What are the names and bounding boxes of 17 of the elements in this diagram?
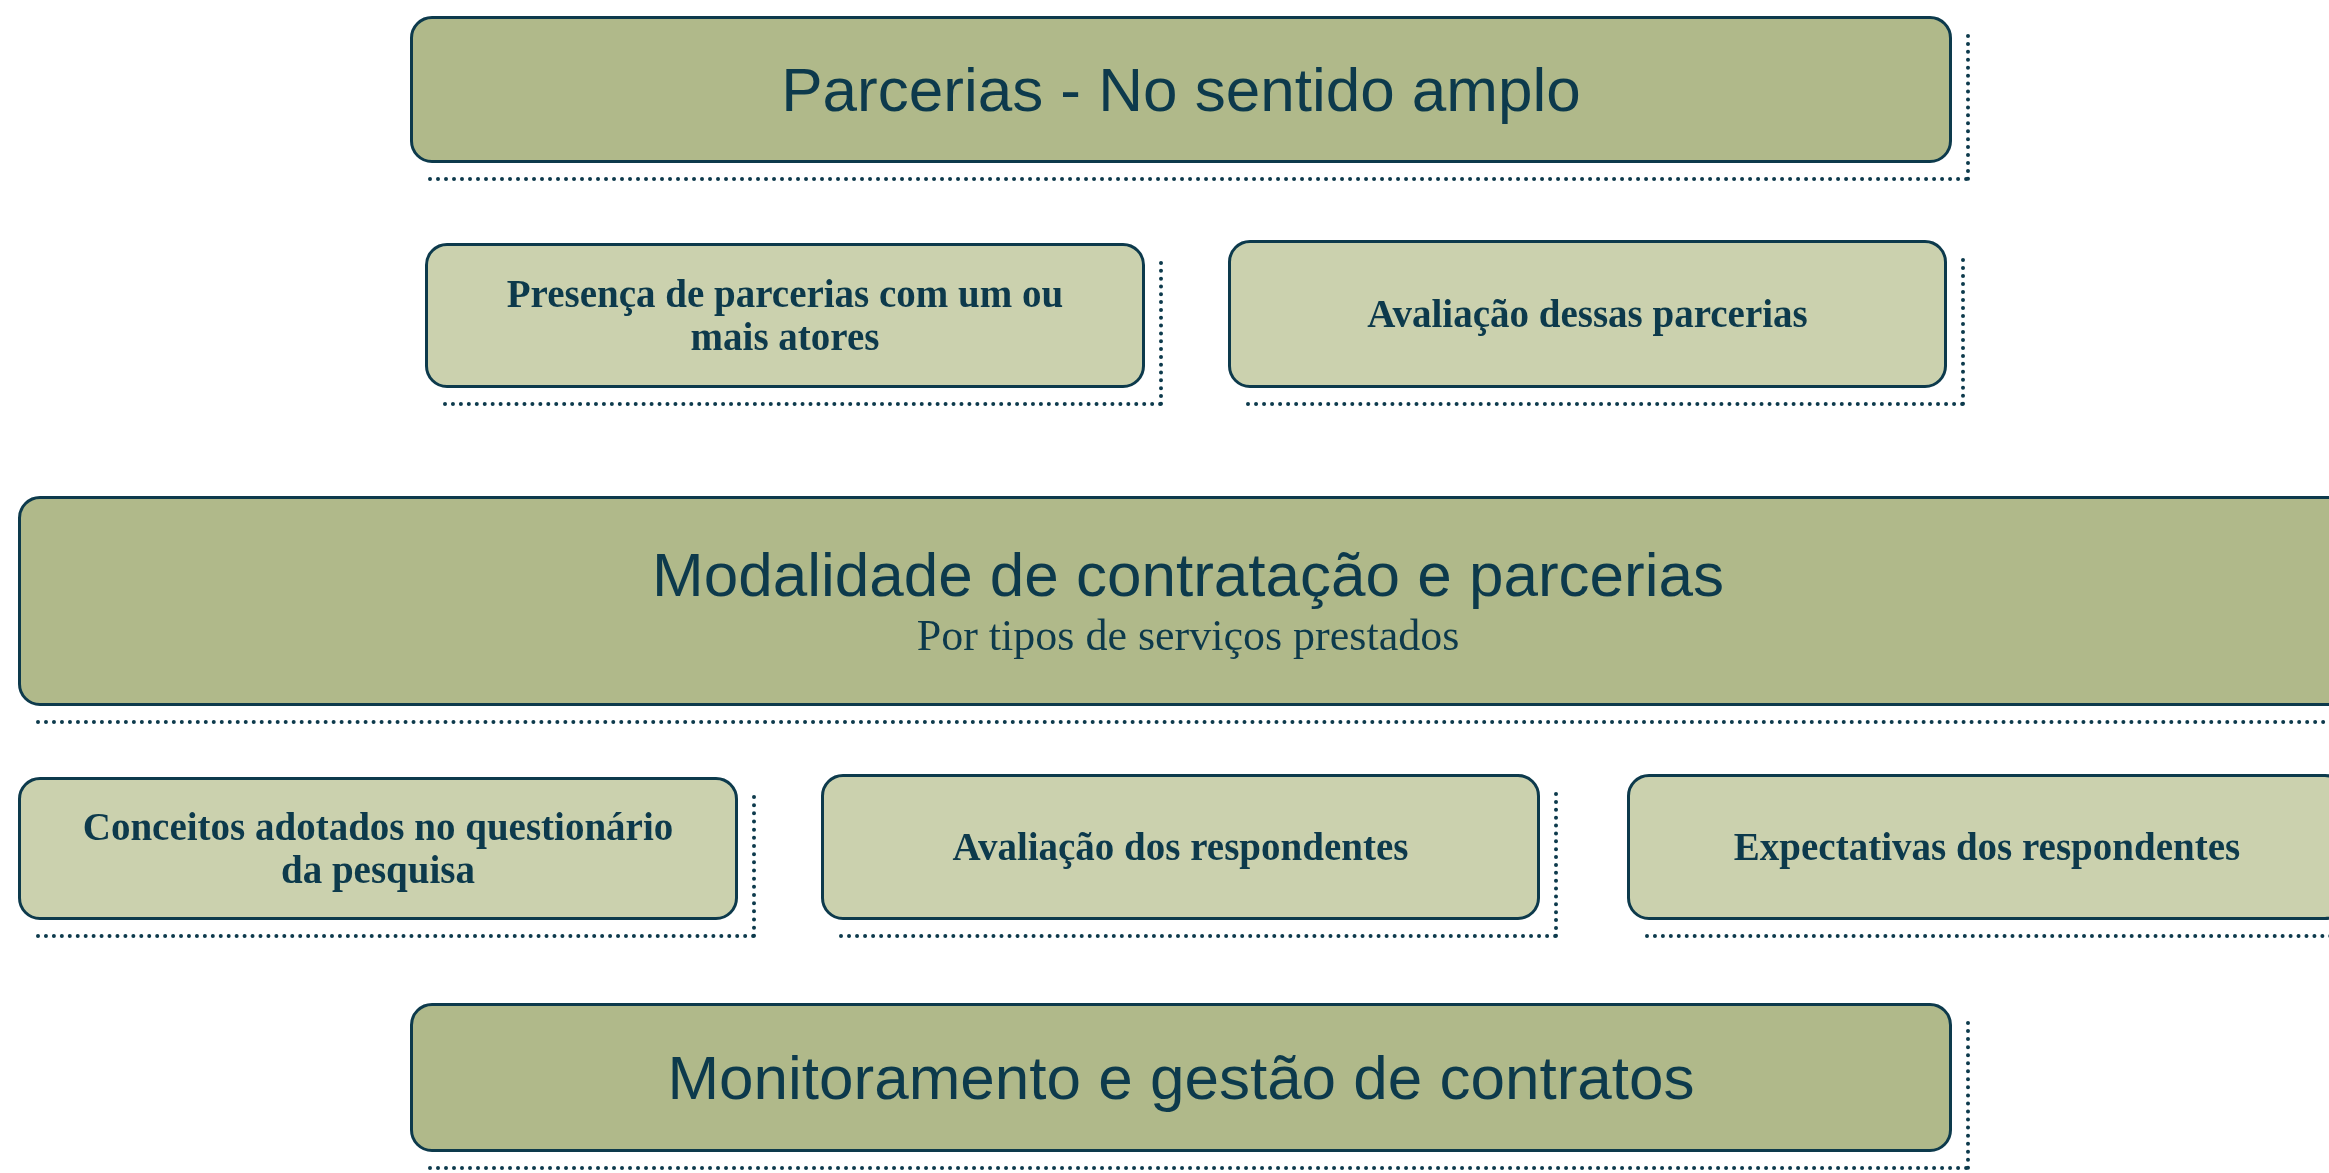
topic-box bbox=[1228, 240, 1947, 388]
topic-text: Conceitos adotados no questionário da pesquisa bbox=[81, 805, 675, 892]
heading-text: Monitoramento e gestão de contratos bbox=[667, 1041, 1695, 1114]
heading-text: Parcerias - No sentido amplo bbox=[781, 53, 1581, 126]
topic-text: Expectativas dos respondentes bbox=[1732, 825, 2242, 869]
topic-text: Avaliação dos respondentes bbox=[951, 825, 1410, 869]
topic-text: Presença de parcerias com um ou mais atores bbox=[505, 272, 1065, 359]
subheading-text: Por tipos de serviços prestados bbox=[916, 610, 1460, 663]
topic-text: Avaliação dessas parcerias bbox=[1366, 292, 1809, 336]
heading-text: Modalidade de contratação e parcerias bbox=[652, 538, 1724, 611]
topic-box bbox=[425, 243, 1145, 388]
section-heading-box bbox=[410, 16, 1952, 163]
topic-box bbox=[821, 774, 1540, 920]
topic-box bbox=[1627, 774, 2329, 920]
section-heading-box bbox=[18, 496, 2329, 706]
section-heading-box bbox=[410, 1003, 1952, 1152]
topic-box bbox=[18, 777, 738, 920]
